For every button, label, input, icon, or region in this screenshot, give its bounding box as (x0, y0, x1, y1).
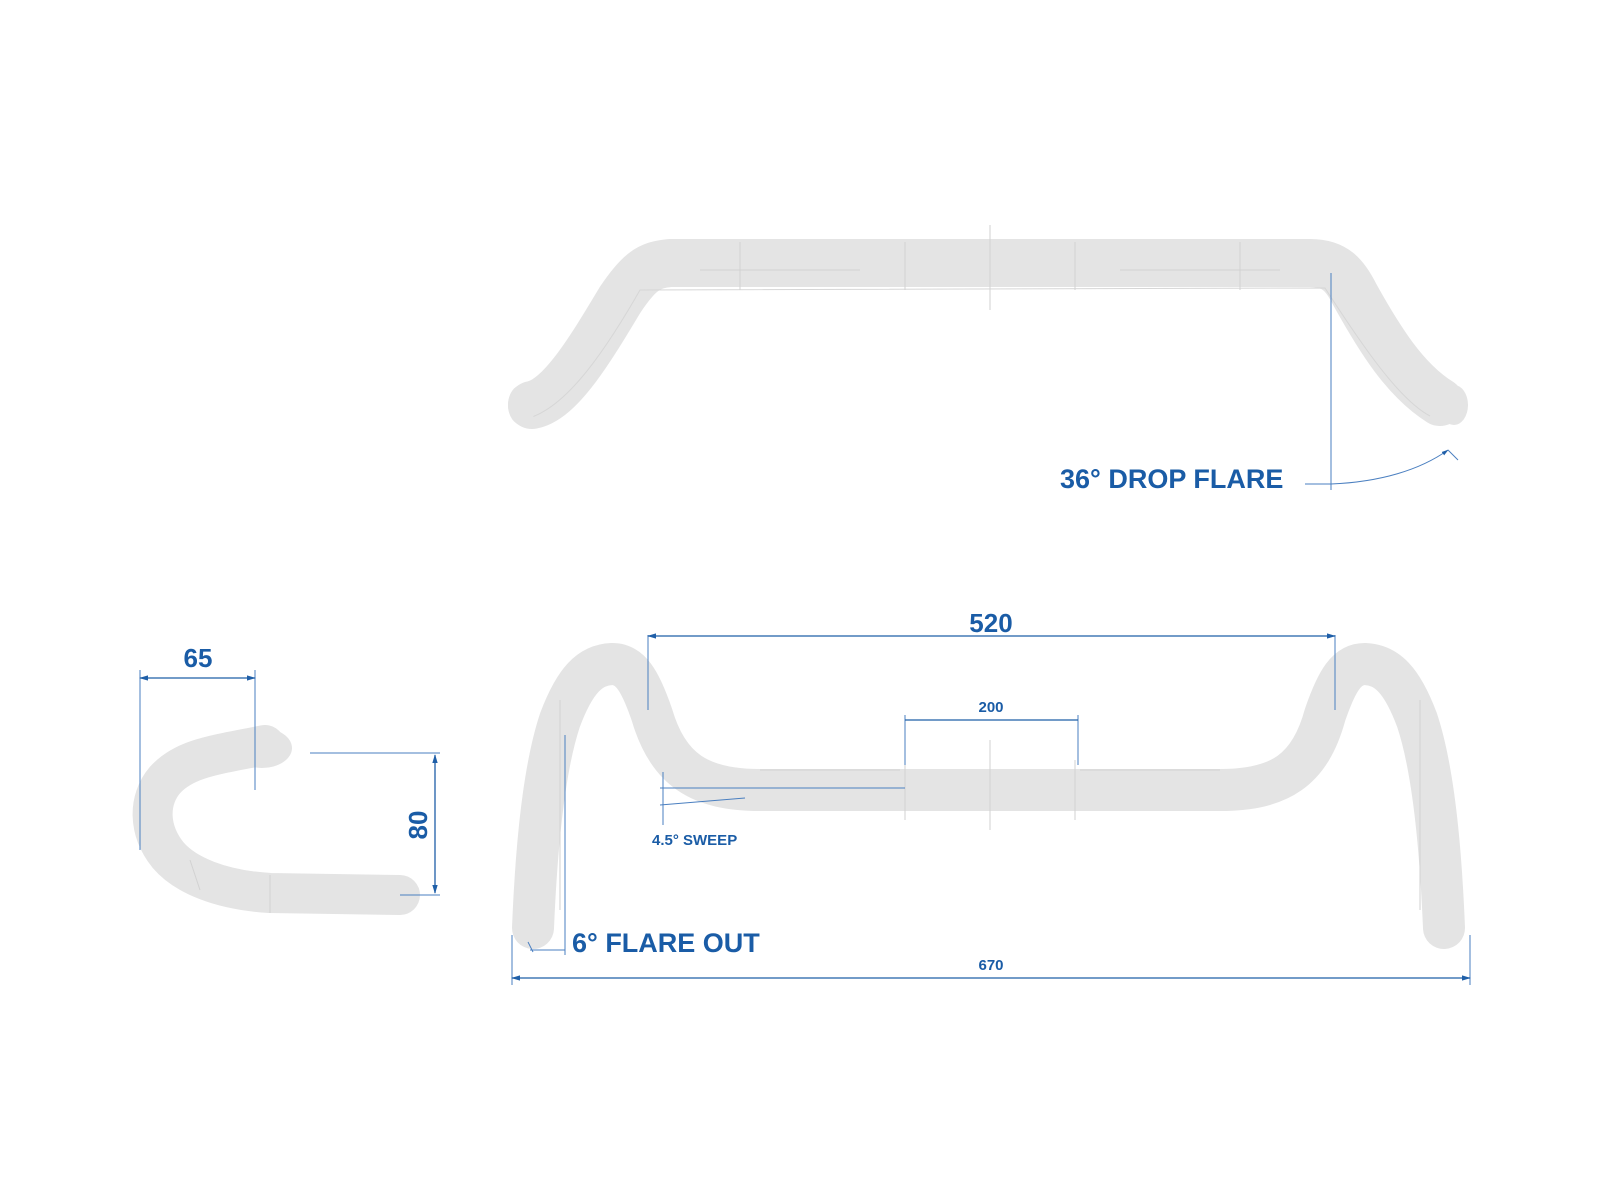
side-view-handlebar (132, 725, 420, 915)
sweep-dimension (659, 772, 905, 825)
reach-value: 65 (184, 643, 213, 673)
drop-dimension (310, 752, 440, 896)
sweep-label: 4.5° SWEEP (652, 832, 737, 849)
flare-out-dimension (527, 735, 566, 955)
flare-out-label: 6° FLARE OUT (572, 928, 760, 958)
center-section-value: 200 (978, 699, 1003, 716)
center-200-dimension (904, 715, 1079, 765)
front-view-handlebar (512, 643, 1465, 949)
drop-flare-label: 36° DROP FLARE (1060, 464, 1283, 494)
width-670-dimension (511, 935, 1471, 985)
drop-flare-dimension (1305, 273, 1459, 490)
width-520-dimension (647, 633, 1336, 710)
reach-dimension (139, 670, 256, 850)
drop-value: 80 (403, 811, 433, 840)
top-view-handlebar (508, 225, 1468, 429)
width-overall-value: 670 (978, 957, 1003, 974)
width-top-value: 520 (969, 608, 1012, 638)
